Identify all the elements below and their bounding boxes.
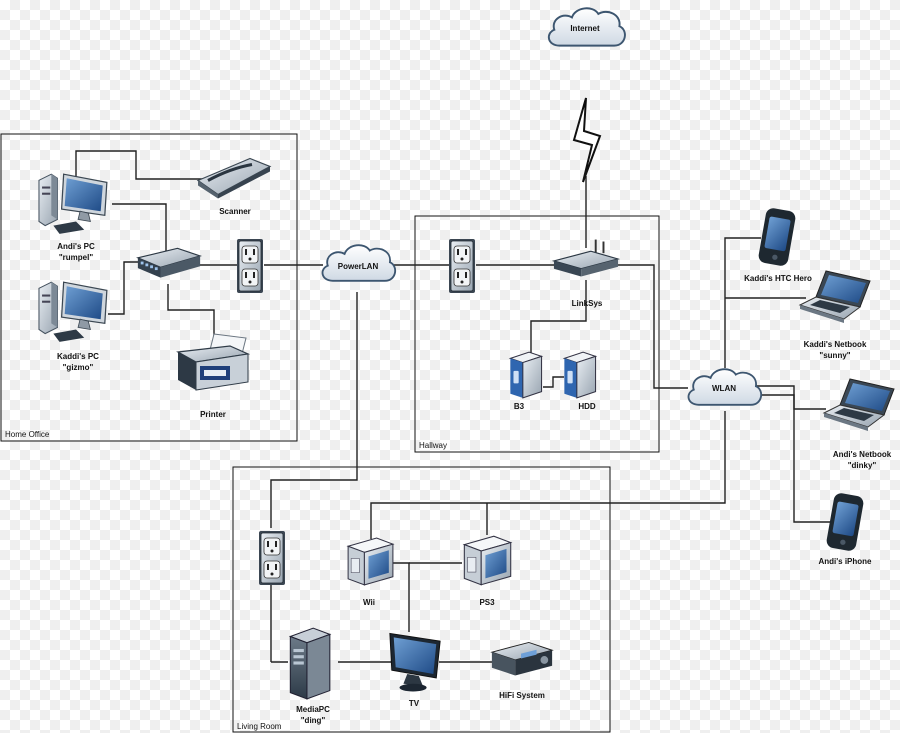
internet-cloud: Internet bbox=[547, 7, 626, 47]
dinky-label: Andi's Netbook bbox=[833, 450, 892, 459]
ps3-console: PS3 bbox=[463, 535, 512, 607]
game-console-icon bbox=[347, 537, 394, 586]
laptop-icon bbox=[823, 378, 895, 432]
network-switch-icon bbox=[137, 247, 201, 279]
powerlan-label: PowerLAN bbox=[338, 262, 379, 271]
home-office-label: Home Office bbox=[5, 430, 50, 439]
home-office-room: Home Office bbox=[0, 133, 298, 442]
power-outlet-icon bbox=[236, 238, 264, 294]
kaddis-pc: Kaddi's PC "gizmo" bbox=[38, 281, 108, 372]
mediapc-hostname: "ding" bbox=[301, 716, 326, 725]
internet-label: Internet bbox=[570, 24, 600, 33]
av-receiver-icon bbox=[491, 641, 553, 676]
nas-drive-icon bbox=[509, 351, 543, 399]
sunny-label: Kaddi's Netbook bbox=[804, 340, 867, 349]
living-room-label: Living Room bbox=[237, 722, 282, 731]
hifi-label: HiFi System bbox=[499, 691, 545, 700]
hifi-system: HiFi System bbox=[491, 641, 553, 700]
office-outlet bbox=[236, 238, 264, 294]
kaddis-pc-hostname: "gizmo" bbox=[63, 363, 94, 372]
scanner: Scanner bbox=[196, 156, 272, 216]
scanner-icon bbox=[196, 156, 272, 200]
iphone-label: Andi's iPhone bbox=[818, 557, 872, 566]
ps3-label: PS3 bbox=[479, 598, 495, 607]
desktop-pc-icon bbox=[38, 281, 108, 343]
hallway-outlet bbox=[448, 238, 476, 294]
desktop-pc-icon bbox=[38, 173, 108, 235]
tv-label: TV bbox=[409, 699, 420, 708]
smartphone-icon bbox=[825, 492, 865, 552]
andis-pc-hostname: "rumpel" bbox=[59, 253, 93, 262]
sunny-hostname: "sunny" bbox=[819, 351, 850, 360]
mediapc: MediaPC "ding" bbox=[289, 627, 331, 725]
living-room-room: Living Room bbox=[232, 466, 611, 733]
printer-icon bbox=[177, 333, 249, 391]
andis-iphone: Andi's iPhone bbox=[818, 492, 872, 566]
hallway-label: Hallway bbox=[419, 441, 447, 450]
tv: TV bbox=[389, 632, 441, 708]
b3-nas: B3 bbox=[509, 351, 543, 411]
linksys-label: LinkSys bbox=[572, 299, 603, 308]
game-console-icon bbox=[463, 535, 512, 586]
printer: Printer bbox=[177, 333, 249, 419]
living-room-outlet bbox=[258, 530, 286, 586]
b3-label: B3 bbox=[514, 402, 525, 411]
hdd-nas: HDD bbox=[563, 351, 597, 411]
lightning-bolt-icon bbox=[572, 97, 602, 183]
andis-pc: Andi's PC "rumpel" bbox=[38, 173, 108, 262]
kaddis-htc-hero: Kaddi's HTC Hero bbox=[744, 207, 812, 283]
andis-netbook-dinky: Andi's Netbook "dinky" bbox=[823, 378, 895, 470]
wii-console: Wii bbox=[347, 537, 394, 607]
wlan-label: WLAN bbox=[712, 384, 736, 393]
andis-pc-label: Andi's PC bbox=[57, 242, 95, 251]
wii-label: Wii bbox=[363, 598, 375, 607]
tv-icon bbox=[389, 632, 441, 692]
kaddis-pc-label: Kaddi's PC bbox=[57, 352, 99, 361]
wlan-cloud: WLAN bbox=[687, 368, 763, 406]
smartphone-icon bbox=[757, 207, 797, 267]
mediapc-label: MediaPC bbox=[296, 705, 330, 714]
scanner-label: Scanner bbox=[219, 207, 251, 216]
tower-pc-icon bbox=[289, 627, 331, 700]
dinky-hostname: "dinky" bbox=[848, 461, 877, 470]
powerlan-cloud: PowerLAN bbox=[321, 244, 397, 282]
linksys-router: LinkSys bbox=[553, 238, 619, 308]
hallway-room: Hallway bbox=[414, 215, 660, 453]
kaddis-netbook-sunny: Kaddi's Netbook "sunny" bbox=[799, 270, 871, 360]
power-outlet-icon bbox=[258, 530, 286, 586]
htc-hero-label: Kaddi's HTC Hero bbox=[744, 274, 812, 283]
printer-label: Printer bbox=[200, 410, 226, 419]
connection-lines bbox=[75, 150, 830, 663]
power-outlet-icon bbox=[448, 238, 476, 294]
hdd-label: HDD bbox=[578, 402, 596, 411]
nas-drive-icon bbox=[563, 351, 597, 399]
network-switch bbox=[137, 247, 201, 279]
